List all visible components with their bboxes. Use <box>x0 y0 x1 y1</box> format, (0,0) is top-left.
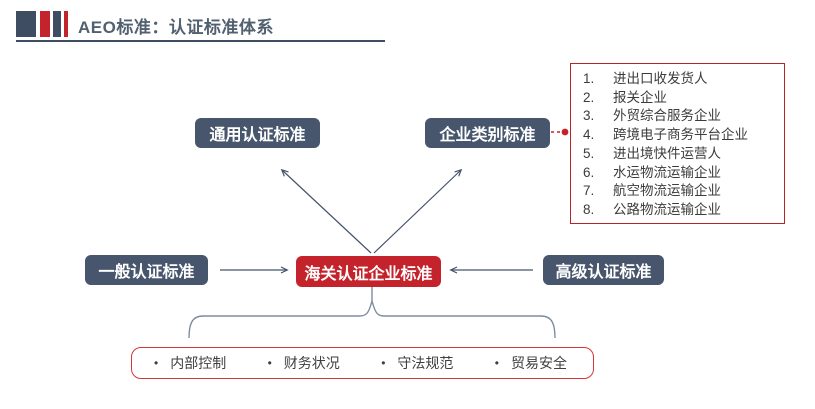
list-item: 5. 进出境快件运营人 <box>583 145 776 164</box>
connector-dot <box>561 128 569 136</box>
criteria-label: 财务状况 <box>283 355 340 371</box>
node-label: 高级认证标准 <box>555 264 652 281</box>
node-basic-cert-standard: 一般认证标准 <box>85 255 208 285</box>
curly-bracket <box>188 298 556 339</box>
list-item-number: 2. <box>583 89 595 105</box>
list-item: 8. 公路物流运输企业 <box>583 201 776 220</box>
list-item-number: 7. <box>583 183 595 199</box>
bullet-icon: • <box>381 356 386 370</box>
list-item-label: 外贸综合服务企业 <box>613 108 721 124</box>
node-label: 海关认证企业标准 <box>304 265 433 283</box>
title-underline <box>16 40 385 42</box>
list-item: 4. 跨境电子商务平台企业 <box>583 126 776 145</box>
logo-bars-icon <box>16 11 68 37</box>
node-label: 一般认证标准 <box>98 264 195 281</box>
list-item-label: 公路物流运输企业 <box>613 201 721 217</box>
node-label: 通用认证标准 <box>209 127 306 144</box>
criteria-item: • 内部控制 <box>154 353 226 373</box>
node-advanced-cert-standard: 高级认证标准 <box>543 255 664 285</box>
list-item-number: 6. <box>583 164 595 180</box>
node-customs-cert-standard: 海关认证企业标准 <box>296 256 441 287</box>
bullet-icon: • <box>154 356 159 370</box>
criteria-item: • 财务状况 <box>268 353 340 373</box>
criteria-item: • 贸易安全 <box>495 353 567 373</box>
list-item: 6. 水运物流运输企业 <box>583 164 776 183</box>
list-item: 1. 进出口收发货人 <box>583 70 776 89</box>
list-item-label: 报关企业 <box>613 89 667 105</box>
header: AEO标准：认证标准体系 <box>0 0 815 46</box>
bullet-icon: • <box>267 356 272 370</box>
list-item: 7. 航空物流运输企业 <box>583 182 776 201</box>
list-item-number: 4. <box>583 127 595 143</box>
node-label: 企业类别标准 <box>439 127 536 144</box>
list-item-number: 5. <box>583 145 595 161</box>
list-item-number: 1. <box>583 71 595 86</box>
list-item-label: 跨境电子商务平台企业 <box>613 127 748 143</box>
list-item-label: 航空物流运输企业 <box>613 183 721 199</box>
criteria-label: 守法规范 <box>397 355 454 371</box>
arrow-to-category-cert <box>373 170 461 254</box>
list-item: 2. 报关企业 <box>583 89 776 108</box>
node-general-cert-standard: 通用认证标准 <box>195 118 320 148</box>
list-item-label: 进出口收发货人 <box>613 71 708 86</box>
node-category-cert-standard: 企业类别标准 <box>425 118 550 148</box>
list-item-label: 水运物流运输企业 <box>613 164 721 180</box>
bullet-icon: • <box>494 356 499 370</box>
enterprise-category-list: 1. 进出口收发货人 2. 报关企业 3. 外贸综合服务企业 4. 跨境电子商务平台企业… <box>570 63 785 224</box>
list-item: 3. 外贸综合服务企业 <box>583 107 776 126</box>
criteria-label: 贸易安全 <box>510 355 567 371</box>
arrow-to-general-cert <box>282 170 372 254</box>
list-item-number: 3. <box>583 108 595 124</box>
page-title: AEO标准：认证标准体系 <box>78 18 274 37</box>
criteria-item: • 守法规范 <box>381 353 453 373</box>
criteria-label: 内部控制 <box>170 355 227 371</box>
criteria-box: • 内部控制 • 财务状况 • 守法规范 • 贸易安全 <box>131 347 594 379</box>
list-item-label: 进出境快件运营人 <box>613 145 721 161</box>
list-item-number: 8. <box>583 201 595 217</box>
